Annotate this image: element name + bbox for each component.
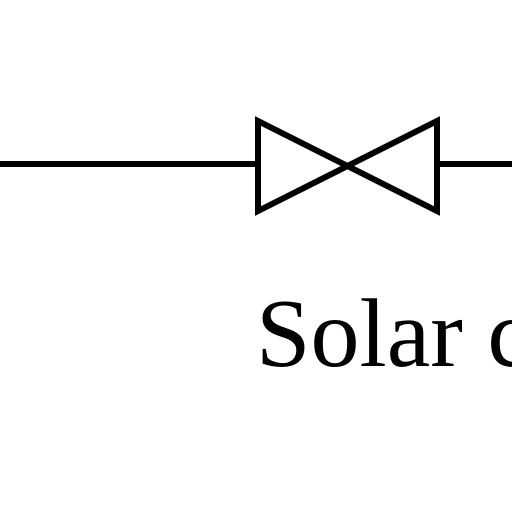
diagram-label: Solar c [256, 280, 512, 388]
valve-icon [255, 116, 440, 216]
